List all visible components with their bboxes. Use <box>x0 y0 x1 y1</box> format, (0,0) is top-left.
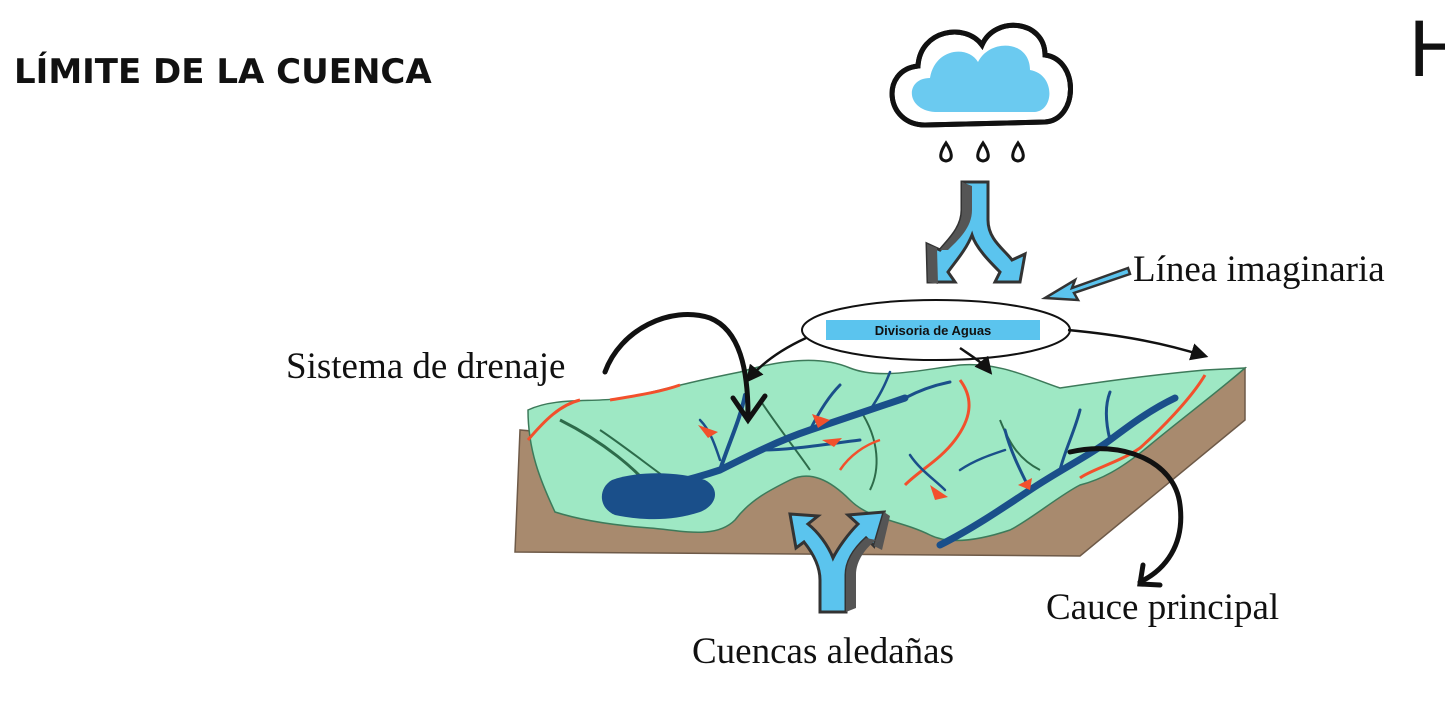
page-title: LÍMITE DE LA CUENCA <box>14 52 432 92</box>
drenaje-curve-arrow <box>602 312 768 425</box>
linea-pointer-arrow-icon <box>1040 266 1132 302</box>
cuencas-aledanas-label: Cuencas aledañas <box>692 631 954 672</box>
cauce-curve-arrow <box>1067 446 1184 588</box>
cloud-icon <box>889 22 1073 128</box>
raindrop-icons <box>939 140 1025 163</box>
cauce-principal-label: Cauce principal <box>1046 587 1280 628</box>
linea-imaginaria-label: Línea imaginaria <box>1133 249 1385 290</box>
flow-arrow-icons <box>698 414 1032 500</box>
divisoria-label: Divisoria de Aguas <box>875 323 992 338</box>
lake-shape <box>601 473 716 520</box>
black-curve-arrows <box>745 328 1209 383</box>
split-down-arrow-icon <box>925 180 1027 284</box>
divisoria-ellipse: Divisoria de Aguas <box>801 299 1071 361</box>
sistema-drenaje-label: Sistema de drenaje <box>286 346 566 387</box>
corner-letter: H <box>1408 5 1445 94</box>
split-up-arrow-icon <box>788 510 890 614</box>
